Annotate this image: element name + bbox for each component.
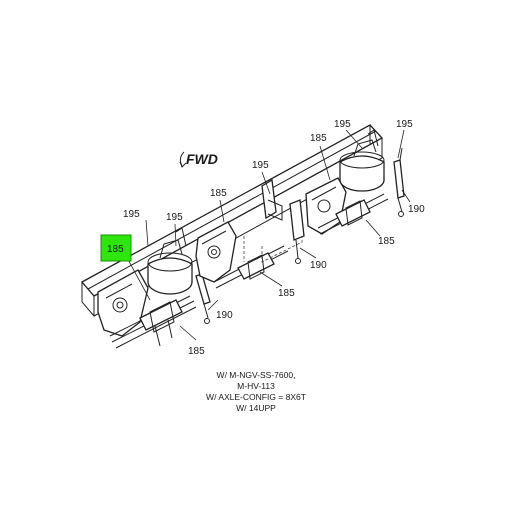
- front-leaf-spring: [109, 295, 197, 349]
- rear-air-spring: [339, 129, 385, 192]
- callout-labels: 185 195 195 185 190 185 195 185 190 195 …: [107, 119, 425, 357]
- front-shock-absorber: [195, 273, 211, 324]
- front-hanger-bracket: [97, 269, 149, 337]
- callout-190[interactable]: 190: [408, 204, 425, 215]
- note-line: M-HV-113: [237, 381, 275, 391]
- note-line: W/ AXLE-CONFIG = 8X6T: [206, 392, 306, 402]
- callout-185[interactable]: 185: [210, 188, 227, 199]
- callout-195[interactable]: 195: [334, 119, 351, 130]
- configuration-note: W/ M-NGV-SS-7600, M-HV-113 W/ AXLE-CONFI…: [176, 370, 336, 414]
- callout-185[interactable]: 185: [278, 288, 295, 299]
- callout-195[interactable]: 195: [252, 160, 269, 171]
- rear-shock-absorber: [393, 147, 405, 217]
- note-line: W/ 14UPP: [236, 403, 276, 413]
- middle-hanger-bracket: [195, 221, 237, 283]
- front-air-spring: [147, 227, 193, 295]
- callout-195[interactable]: 195: [123, 209, 140, 220]
- rear-leaf-spring: [317, 193, 389, 235]
- forward-label: FWD: [186, 151, 218, 167]
- callout-190[interactable]: 190: [310, 260, 327, 271]
- forward-direction-indicator: FWD: [179, 151, 218, 168]
- highlighted-callout-box[interactable]: [100, 234, 132, 262]
- middle-leaf-spring: [213, 245, 289, 289]
- callout-195[interactable]: 195: [166, 212, 183, 223]
- callout-195[interactable]: 195: [396, 119, 413, 130]
- leader-lines: [124, 129, 411, 341]
- callout-190[interactable]: 190: [216, 310, 233, 321]
- center-hanger: [243, 178, 305, 264]
- callout-185[interactable]: 185: [378, 236, 395, 247]
- callout-185[interactable]: 185: [188, 346, 205, 357]
- rear-hanger-bracket: [305, 177, 347, 235]
- note-line: W/ M-NGV-SS-7600,: [216, 370, 296, 380]
- callout-185[interactable]: 185: [310, 133, 327, 144]
- callout-185-highlighted[interactable]: 185: [107, 244, 124, 255]
